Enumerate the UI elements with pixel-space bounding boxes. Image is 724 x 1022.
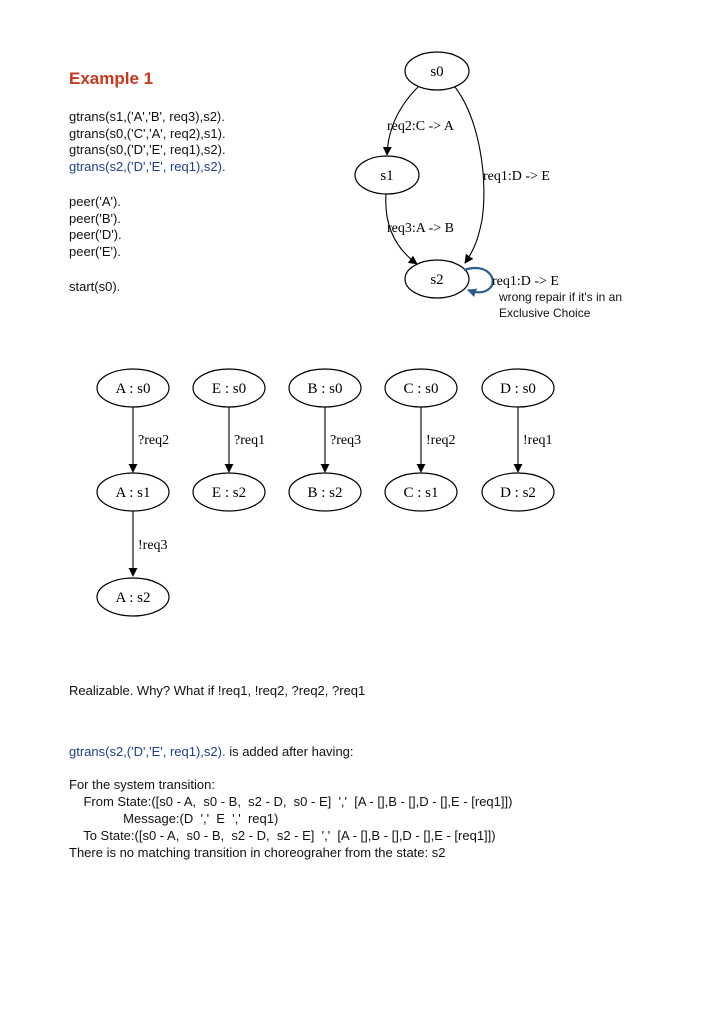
- peer-transition-label: ?req1: [234, 433, 265, 448]
- system-transition-line: There is no matching transition in chore…: [69, 845, 446, 860]
- peer-state-label: B : s0: [307, 381, 342, 397]
- gtrans-list: gtrans(s1,('A','B', req3),s2). gtrans(s0…: [69, 109, 226, 175]
- edge-label-s2-s2: req1:D -> E: [492, 274, 559, 289]
- edge-label-s0-s2: req1:D -> E: [483, 169, 550, 184]
- peer-transition-label: !req3: [138, 538, 168, 553]
- choreography-graph: s0 s1 s2 req2:C -> A req1:D -> E req3:A …: [354, 51, 622, 320]
- peer-state-node: [288, 472, 362, 512]
- peer-state-node: [384, 472, 458, 512]
- peer-state-label: D : s2: [500, 485, 536, 501]
- edge-s1-s2: [385, 193, 418, 265]
- peer-machine-A: A : s0 ?req2 A : s1 !req3 A : s2: [96, 368, 170, 617]
- annotation-line: wrong repair if it's in an: [498, 290, 622, 304]
- peer-state-label: A : s2: [115, 590, 150, 606]
- peer-machine-D: D : s0 !req1 D : s2: [481, 368, 555, 512]
- peer-state-label: E : s0: [212, 381, 246, 397]
- edge-label-s1-s2: req3:A -> B: [387, 221, 454, 236]
- start-line: start(s0).: [69, 279, 121, 294]
- peer-state-label: E : s2: [212, 485, 246, 501]
- example-title: Example 1: [69, 69, 154, 88]
- state-node-s2: s2: [404, 259, 470, 299]
- added-gtrans: gtrans(s2,('D','E', req1),s2).: [69, 744, 226, 759]
- peer-list: peer('A'). peer('B'). peer('D'). peer('E…: [69, 194, 122, 260]
- peer-line: peer('A').: [69, 194, 121, 209]
- edge-s0-s2: [454, 86, 485, 264]
- system-transition-block: For the system transition: From State:([…: [69, 776, 512, 861]
- edge-label-s0-s1: req2:C -> A: [387, 119, 455, 134]
- peer-state-label: C : s1: [403, 485, 438, 501]
- edge-s2-self-loop: [463, 267, 494, 298]
- peer-transition-label: !req1: [523, 433, 553, 448]
- peer-transition-label: !req2: [426, 433, 456, 448]
- peer-machine-B: B : s0 ?req3 B : s2: [288, 368, 362, 512]
- system-transition-line: For the system transition:: [69, 777, 215, 792]
- peer-state-node: [96, 577, 170, 617]
- gtrans-line: gtrans(s1,('A','B', req3),s2).: [69, 109, 225, 124]
- system-transition-line: Message:(D ',' E ',' req1): [69, 811, 279, 826]
- gtrans-line: gtrans(s0,('C','A', req2),s1).: [69, 125, 226, 141]
- peer-line: peer('B').: [69, 210, 121, 226]
- realizable-note: Realizable. Why? What if !req1, !req2, ?…: [69, 683, 366, 698]
- edge-s0-s1: [382, 86, 419, 156]
- peer-state-label: A : s0: [115, 381, 150, 397]
- system-transition-line: From State:([s0 - A, s0 - B, s2 - D, s0 …: [69, 794, 513, 809]
- peer-line: peer('D').: [69, 227, 122, 242]
- added-suffix: is added after having:: [225, 744, 354, 759]
- state-node-s1: s1: [354, 155, 420, 195]
- annotation-line: Exclusive Choice: [499, 306, 591, 320]
- peer-transition-label: ?req2: [138, 433, 169, 448]
- peer-state-label: B : s2: [307, 485, 342, 501]
- peer-state-label: C : s0: [403, 381, 438, 397]
- node-label: s2: [430, 272, 443, 288]
- state-node-s0: s0: [404, 51, 470, 91]
- gtrans-line-highlighted: gtrans(s2,('D','E', req1),s2).: [69, 158, 226, 174]
- peer-transition-label: ?req3: [330, 433, 361, 448]
- peer-state-label: A : s1: [115, 485, 150, 501]
- node-label: s1: [380, 168, 393, 184]
- added-gtrans-note: gtrans(s2,('D','E', req1),s2). is added …: [69, 744, 354, 759]
- peer-machine-E: E : s0 ?req1 E : s2: [192, 368, 266, 512]
- node-label: s0: [430, 64, 443, 80]
- system-transition-line: To State:([s0 - A, s0 - B, s2 - D, s2 - …: [69, 828, 496, 843]
- peer-machine-C: C : s0 !req2 C : s1: [384, 368, 458, 512]
- peer-state-node: [481, 472, 555, 512]
- peer-line: peer('E').: [69, 243, 121, 259]
- peer-state-label: D : s0: [500, 381, 536, 397]
- peer-state-node: [192, 472, 266, 512]
- gtrans-line: gtrans(s0,('D','E', req1),s2).: [69, 142, 226, 157]
